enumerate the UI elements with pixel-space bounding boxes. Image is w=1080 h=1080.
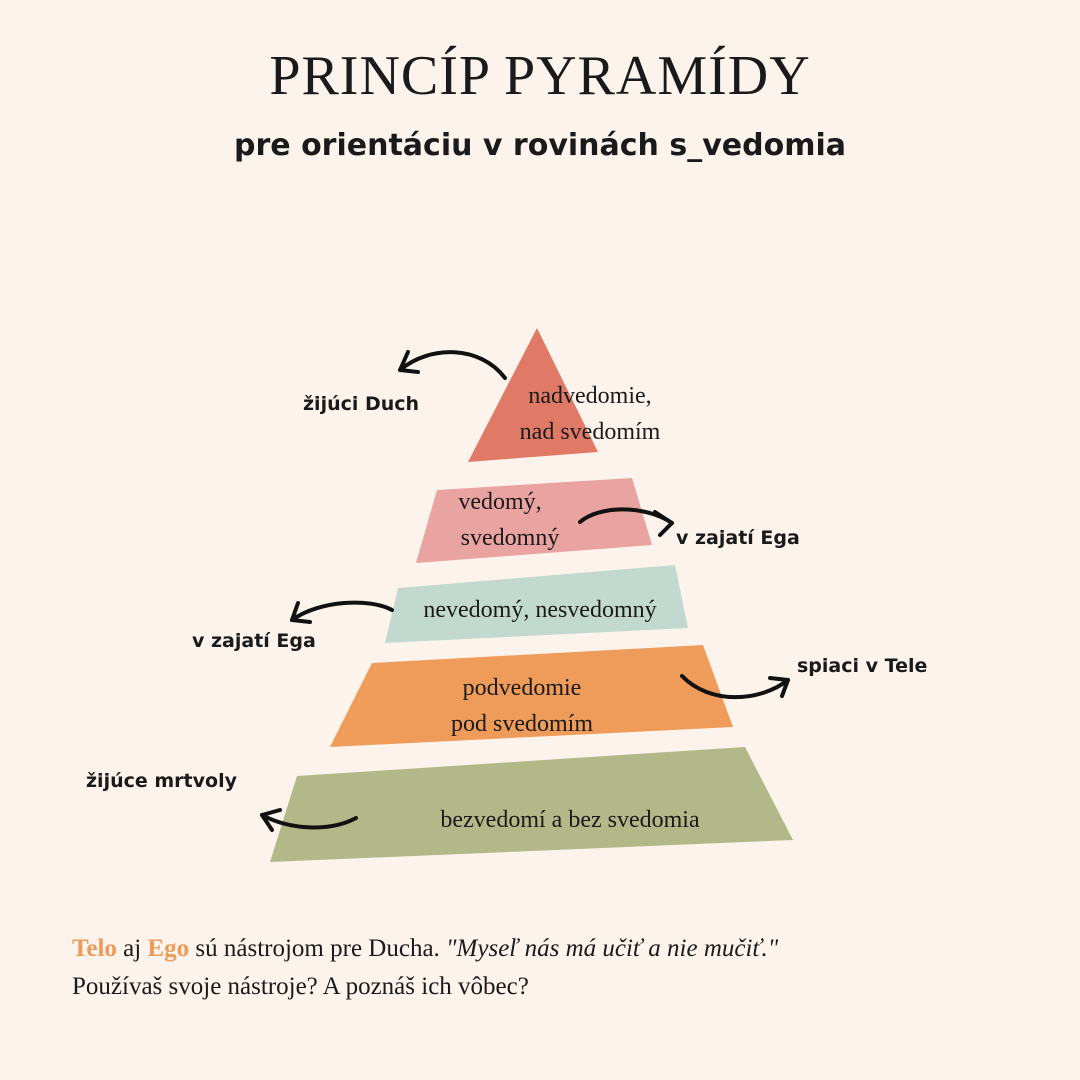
level-text: svedomný (460, 525, 560, 551)
arrow-icon (398, 350, 507, 380)
pyramid-level-1 (468, 328, 598, 462)
level-3-label: nevedomý, nesvedomný (423, 597, 657, 623)
pyramid-level-4 (330, 645, 733, 747)
level-text: podvedomie (462, 675, 582, 701)
side-label: žijúci Duch (303, 393, 420, 415)
footer-line-1: Telo aj Ego sú nástrojom pre Ducha. "Mys… (72, 930, 778, 968)
level-text: nad svedomím (519, 419, 661, 445)
level-4-label: podvedomie pod svedomím (402, 670, 642, 742)
telo-word: Telo (72, 935, 117, 962)
pyramid-level-2 (416, 478, 652, 563)
pyramid-level-5 (270, 747, 793, 862)
level-2-label: vedomý, svedomný (420, 484, 600, 556)
footer-text-part: sú nástrojom pre Ducha. (189, 935, 447, 962)
arrow-icon (260, 808, 358, 832)
subtitle: pre orientáciu v rovinách s_vedomia (234, 128, 846, 163)
arrow-icon (680, 674, 790, 700)
quote: "Myseľ nás má učiť a nie mučiť." (446, 935, 779, 962)
level-1-label: nadvedomie, nad svedomím (490, 378, 690, 450)
arrow-icon (290, 600, 394, 624)
footer-line-2: Používaš svoje nástroje? A poznáš ich vô… (72, 973, 529, 1000)
level-text: nadvedomie, (528, 383, 652, 409)
footer-text: Telo aj Ego sú nástrojom pre Ducha. "Mys… (72, 930, 778, 1006)
pyramid-level-3 (385, 565, 688, 643)
side-label: spiaci v Tele (797, 655, 928, 677)
side-label: v zajatí Ega (676, 527, 800, 549)
page-title: PRINCÍP PYRAMÍDY (269, 45, 811, 107)
level-text: vedomý, (458, 489, 542, 515)
side-label: žijúce mrtvoly (86, 770, 237, 792)
ego-word: Ego (147, 935, 190, 962)
footer-text-part: aj (116, 935, 148, 962)
side-label: v zajatí Ega (192, 630, 316, 652)
level-text: pod svedomím (451, 711, 593, 737)
arrow-icon (578, 507, 674, 537)
level-5-label: bezvedomí a bez svedomia (440, 807, 700, 833)
